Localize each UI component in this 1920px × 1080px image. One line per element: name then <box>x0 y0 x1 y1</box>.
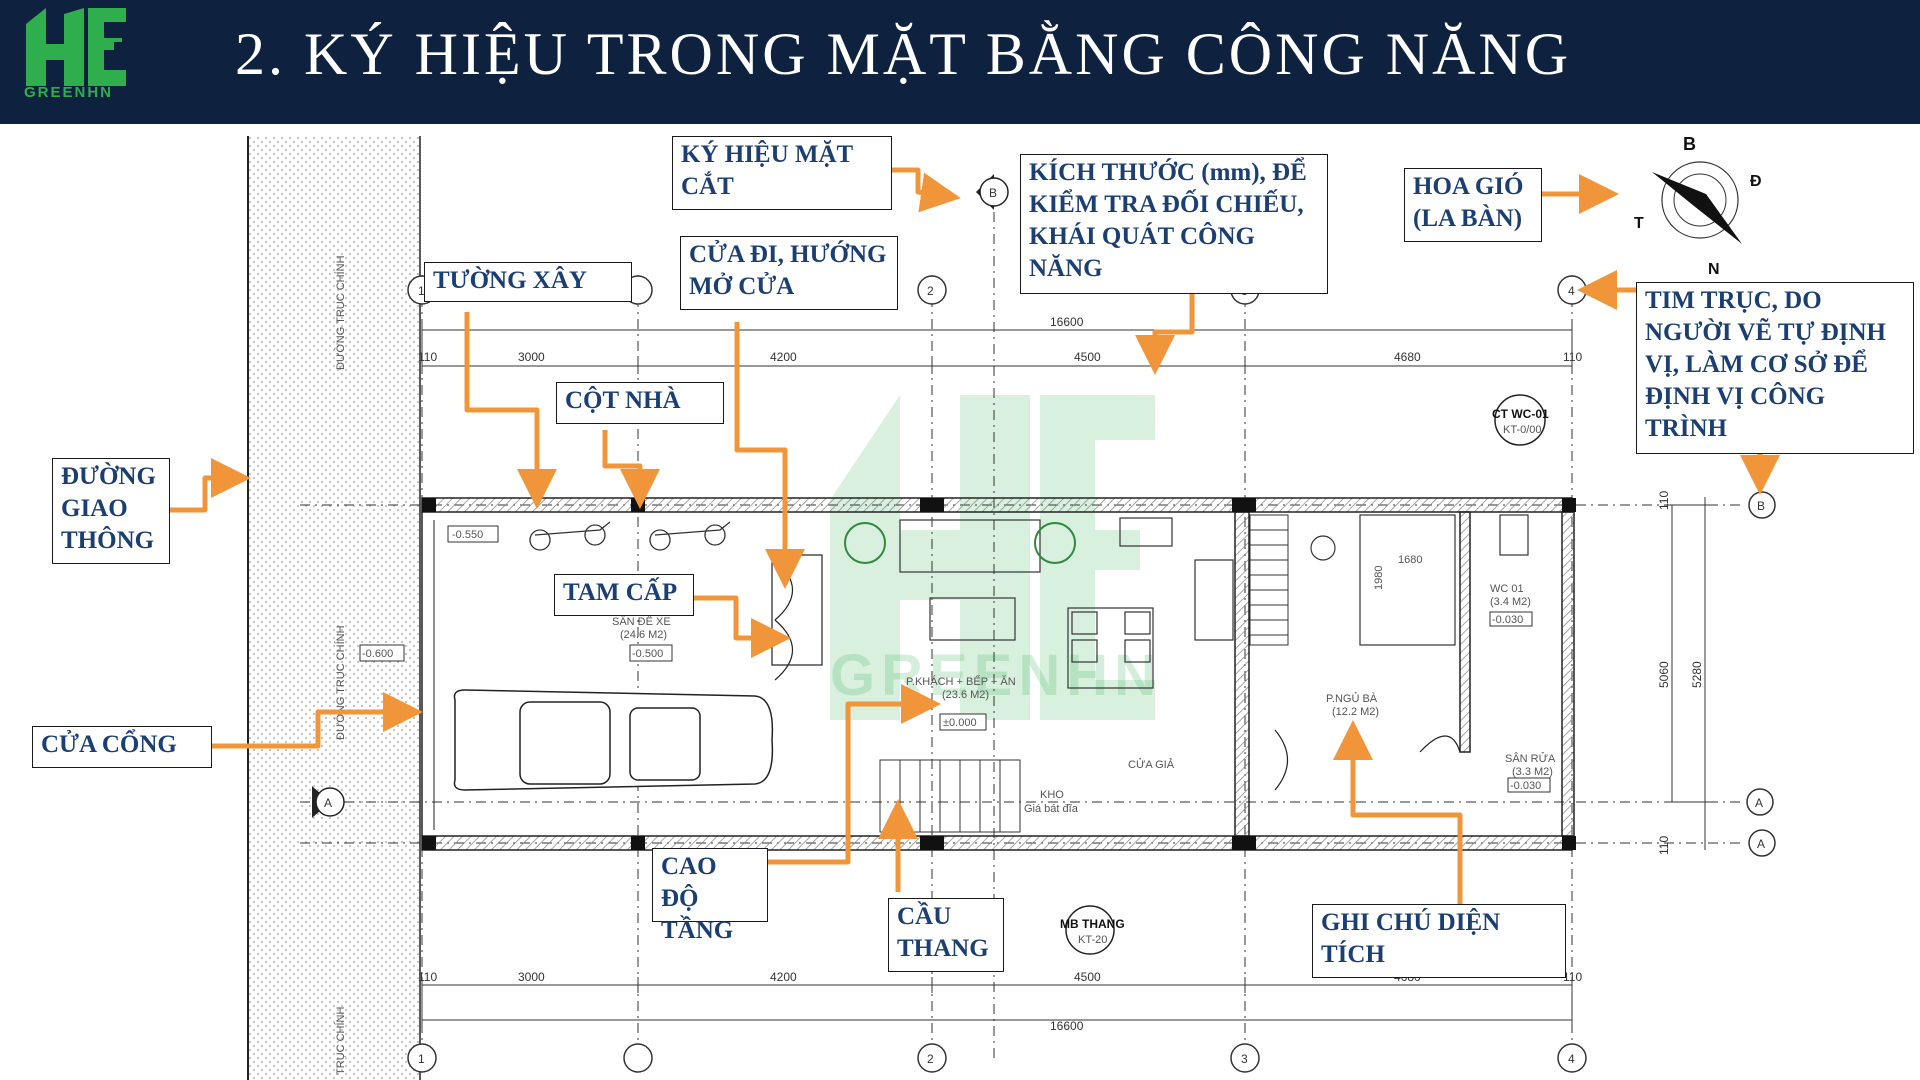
label-compass: HOA GIÓ (LA BÀN) <box>1404 168 1542 242</box>
axis-2-bottom: 2 <box>927 1052 934 1066</box>
compass-north: B <box>1683 134 1696 154</box>
compass-icon <box>1652 161 1742 244</box>
room-bedroom-area: (12.2 M2) <box>1332 706 1379 718</box>
road-strip <box>248 136 420 1080</box>
section-mark-b <box>976 174 1009 210</box>
label-axis: TIM TRỤC, DO NGƯỜI VẼ TỰ ĐỊNH VỊ, LÀM CƠ… <box>1636 282 1914 454</box>
level-2: -0.600 <box>362 648 393 660</box>
car <box>453 689 774 791</box>
room-wash-area: (3.3 M2) <box>1512 766 1553 778</box>
greenhn-logo <box>26 8 128 86</box>
dim-top-4: 4680 <box>1394 350 1421 364</box>
axis-4-bottom: 4 <box>1568 1052 1575 1066</box>
level-1: -0.550 <box>452 529 483 541</box>
dimension-lines-right <box>1664 497 1712 850</box>
room-storage: KHO <box>1040 789 1064 801</box>
compass-east: Đ <box>1750 173 1762 190</box>
compass-south: N <box>1708 261 1720 278</box>
label-wall: TƯỜNG XÂY <box>424 262 632 302</box>
section-mark-b-label: B <box>989 186 997 200</box>
road-axis-label-3: TRỤC CHÍNH <box>334 1007 347 1075</box>
dim-bottom-3: 4500 <box>1074 970 1101 984</box>
axis-markers-right <box>1746 491 1776 857</box>
section-mark-a-left <box>312 786 345 818</box>
road-axis-label: ĐƯỜNG TRỤC CHÍNH <box>334 255 347 370</box>
wc-detail-tag-sub: KT-0/00 <box>1503 424 1542 436</box>
axis-a-right-2: A <box>1757 837 1765 851</box>
axis-a-right-1: A <box>1755 796 1763 810</box>
dim-bottom-total: 16600 <box>1050 1019 1084 1033</box>
dimension-lines-bottom <box>421 977 1573 1028</box>
callout-arrows <box>168 167 1780 905</box>
header-bar: GREENHN 2. KÝ HIỆU TRONG MẶT BẰNG CÔNG N… <box>0 0 1920 124</box>
road-axis-label-2: ĐƯỜNG TRỤC CHÍNH <box>334 625 347 740</box>
dim-top-total: 16600 <box>1050 315 1084 329</box>
dim-top-edge-right: 110 <box>1563 350 1582 364</box>
room-altar: CỬA GIẢ <box>1128 758 1175 771</box>
dim-right-1: 5060 <box>1657 661 1671 688</box>
dim-right-3: 110 <box>1657 491 1671 510</box>
label-step: TAM CẤP <box>554 574 694 616</box>
stair-detail-tag-sub: KT-20 <box>1078 934 1107 946</box>
dim-bottom-1: 3000 <box>518 970 545 984</box>
label-section: KÝ HIỆU MẶT CẮT <box>672 136 892 210</box>
level-6: -0.030 <box>1510 780 1541 792</box>
plants <box>844 522 1076 564</box>
label-area: GHI CHÚ DIỆN TÍCH <box>1312 904 1566 978</box>
label-column: CỘT NHÀ <box>556 382 724 424</box>
level-boxes <box>359 525 1551 793</box>
dim-right-4: 110 <box>1657 836 1671 855</box>
label-dimension: KÍCH THƯỚC (mm), ĐỂ KIỂM TRA ĐỐI CHIẾU, … <box>1020 154 1328 294</box>
axis-1-bottom: 1 <box>418 1052 425 1066</box>
axis-1-top: 1 <box>418 284 425 298</box>
level-4: ±0.000 <box>943 717 977 729</box>
label-level: CAO ĐỘ TẦNG <box>652 848 768 944</box>
room-storage-note: Giá bát đĩa <box>1024 803 1079 815</box>
axis-3-bottom: 3 <box>1241 1052 1248 1066</box>
page-title: 2. KÝ HIỆU TRONG MẶT BẰNG CÔNG NĂNG <box>235 21 1572 87</box>
watermark <box>830 395 1155 720</box>
section-mark-a-left-label: A <box>324 796 332 810</box>
room-parking: SÂN ĐỂ XE <box>612 615 671 628</box>
wc-detail-tag <box>1494 394 1546 446</box>
room-living-area: (23.6 M2) <box>942 689 989 701</box>
axis-b-right: B <box>1757 499 1765 513</box>
dim-top-3: 4500 <box>1074 350 1101 364</box>
floor-plan: ĐƯỜNG TRỤC CHÍNH ĐƯỜNG TRỤC CHÍNH TRỤC C… <box>168 134 1780 1080</box>
room-living: P.KHÁCH + BẾP + ĂN <box>906 675 1016 688</box>
stair-detail-tag <box>1065 905 1115 955</box>
dim-bottom-edge-right: 110 <box>1563 970 1582 984</box>
axis-markers-bottom <box>407 1043 1587 1073</box>
dimension-lines-top <box>421 322 1573 374</box>
label-road: ĐƯỜNG GIAO THÔNG <box>52 458 170 564</box>
stairs <box>879 514 1289 833</box>
motorbikes <box>529 521 731 551</box>
dim-top-2: 4200 <box>770 350 797 364</box>
room-parking-area: (24.6 M2) <box>620 629 667 641</box>
level-3: -0.500 <box>632 648 663 660</box>
room-wash: SÂN RỬA <box>1505 752 1556 765</box>
dim-inner-2: 1680 <box>1398 554 1422 566</box>
dim-inner-1: 1980 <box>1373 566 1385 590</box>
label-stair: CẦU THANG <box>888 898 1004 972</box>
furniture <box>899 514 1529 689</box>
watermark-text: GREENHN <box>830 643 1162 708</box>
stair-detail-tag-text: MB THANG <box>1060 917 1125 931</box>
dim-top-edge-left: 110 <box>418 350 437 364</box>
logo-text: GREENHN <box>24 84 114 101</box>
level-5: -0.030 <box>1492 614 1523 626</box>
dim-bottom-edge-left: 110 <box>418 970 437 984</box>
compass-west: T <box>1634 215 1644 232</box>
axis-2-top: 2 <box>927 284 934 298</box>
dim-bottom-2: 4200 <box>770 970 797 984</box>
label-gate: CỬA CỔNG <box>32 726 212 768</box>
axis-4-top: 4 <box>1568 284 1575 298</box>
dim-top-1: 3000 <box>518 350 545 364</box>
room-wc-area: (3.4 M2) <box>1490 596 1531 608</box>
room-bedroom: P.NGỦ BÀ <box>1326 692 1378 705</box>
label-door: CỬA ĐI, HƯỚNG MỞ CỬA <box>680 236 898 310</box>
wc-detail-tag-text: CT WC-01 <box>1492 407 1549 421</box>
room-wc: WC 01 <box>1490 583 1524 595</box>
dim-right-2: 5280 <box>1690 661 1704 688</box>
